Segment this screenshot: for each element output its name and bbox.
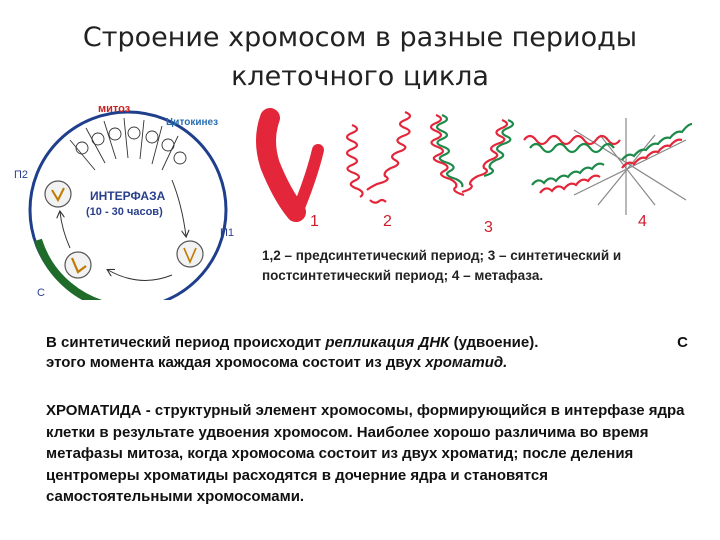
nucleus-g2 [44, 180, 72, 208]
paragraph-chromatid-definition: ХРОМАТИДА - структурный элемент хромосом… [46, 402, 685, 506]
para1-text-4: С [677, 334, 688, 351]
mitosis-segments [69, 117, 187, 171]
cell-cycle-diagram: митоз Цитокинез П2 ИНТЕРФАЗА (10 - 30 ча… [14, 103, 234, 300]
arrow-1 [108, 270, 173, 281]
para1-text-1: В синтетический период происходит [46, 334, 326, 351]
figure: митоз Цитокинез П2 ИНТЕРФАЗА (10 - 30 ча… [14, 103, 693, 300]
chromosome-number-3: 3 [484, 219, 493, 236]
nucleus-s [64, 251, 92, 279]
chromosome-number-1: 1 [310, 213, 319, 230]
label-mitosis: митоз [98, 103, 131, 115]
chromosome-number-4: 4 [638, 213, 647, 230]
title-line-2: клеточного цикла [231, 61, 489, 92]
para1-term-chromatids: хроматид. [425, 354, 508, 371]
para1-text-3: (удвоение). [449, 334, 539, 351]
chromosome-2 [345, 110, 412, 204]
cycle-ring [28, 110, 228, 300]
label-interphase: ИНТЕРФАЗА [90, 189, 166, 203]
label-cytokinesis: Цитокинез [166, 117, 218, 128]
label-g1: П1 [220, 227, 234, 239]
nucleus-g1 [176, 240, 204, 268]
label-s: С [37, 287, 45, 299]
chromosome-1 [256, 108, 324, 222]
title-line-1: Строение хромосом в разные периоды [82, 22, 638, 53]
figure-caption: 1,2 – предсинтетический период; 3 – синт… [262, 248, 622, 283]
label-g2: П2 [14, 169, 28, 181]
para1-term-replication: репликация ДНК [325, 334, 450, 351]
arrow-3 [171, 179, 186, 236]
label-duration: (10 - 30 часов) [86, 206, 163, 218]
s-phase-arc [34, 238, 103, 300]
paragraph-replication: В синтетический период происходит реплик… [46, 333, 688, 373]
chromosome-4 [523, 118, 693, 215]
para1-text-5: этого момента каждая хромосома состоит и… [46, 354, 426, 371]
chromosome-number-2: 2 [383, 213, 392, 230]
arrow-2 [60, 212, 71, 249]
page-title: Строение хромосом в разные периоды клето… [60, 18, 660, 96]
chromosome-3 [429, 113, 515, 197]
